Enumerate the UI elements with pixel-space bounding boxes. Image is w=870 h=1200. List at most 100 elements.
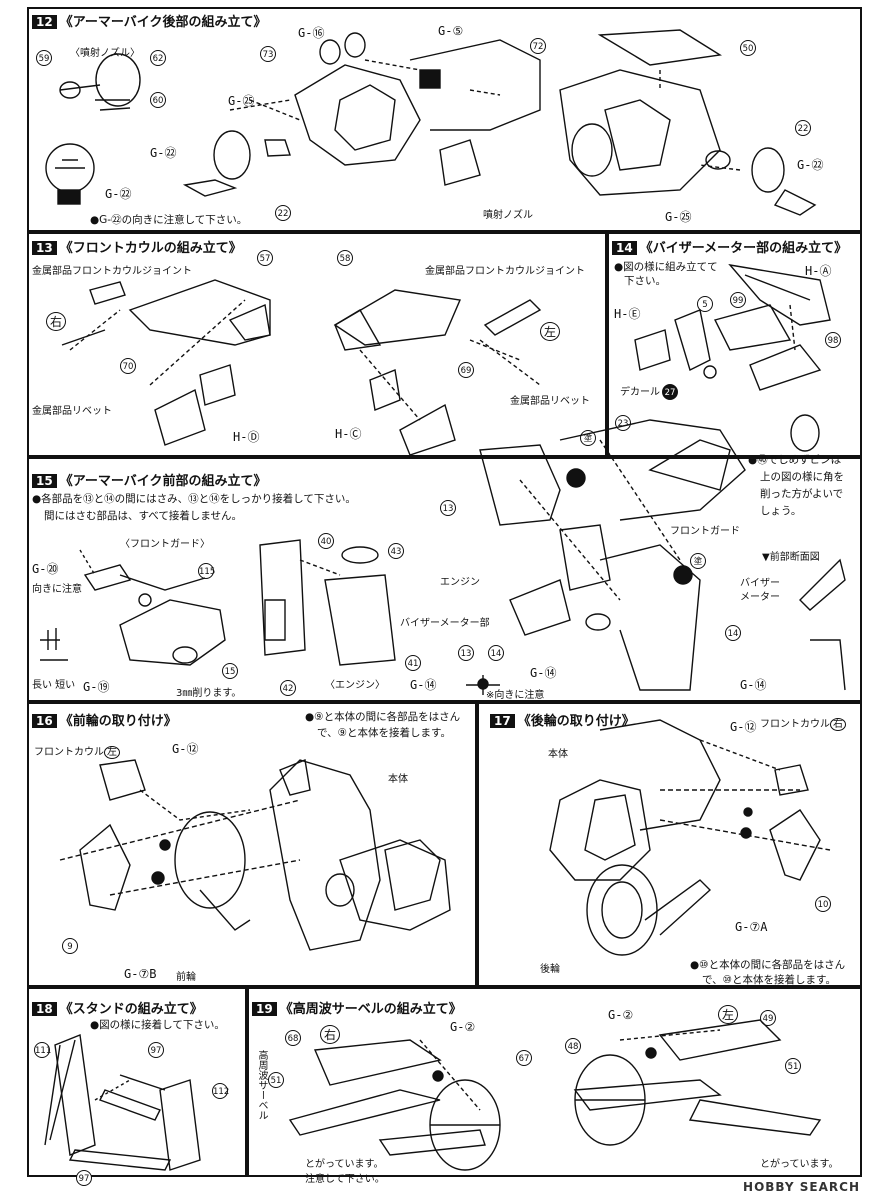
section-13-title: 13《フロントカウルの組み立て》	[32, 237, 242, 256]
section-title-text: 《バイザーメーター部の組み立て》	[639, 241, 848, 256]
section-number: 13	[32, 241, 57, 255]
metal-rivet-label: 金属部品リベット	[510, 396, 590, 407]
part-number-badge: 51	[785, 1058, 801, 1074]
front-wheel-label: 前輪	[176, 972, 196, 983]
g12-label: G-⑫	[730, 720, 757, 734]
right-mark: 右	[830, 718, 846, 731]
right-mark: 右	[320, 1025, 341, 1044]
visor-label: バイザー	[740, 578, 780, 589]
section-15-title: 15《アーマーバイク前部の組み立て》	[32, 470, 267, 489]
part-number-badge: 115	[198, 563, 215, 579]
part-number-badge: 111	[34, 1042, 51, 1058]
section-title-text: 《高周波サーベルの組み立て》	[279, 1002, 462, 1017]
section-19-title: 19《高周波サーベルの組み立て》	[252, 998, 462, 1017]
hE-label: H-Ⓔ	[614, 307, 641, 321]
part-number-badge: 73	[260, 46, 276, 62]
g25-label: G-㉕	[228, 94, 255, 108]
section-14-note: ●図の様に組み立てて	[614, 261, 718, 273]
engine-caption: 〈エンジン〉	[325, 680, 385, 691]
part-number-badge: 50	[740, 40, 756, 56]
right-mark: 右	[46, 312, 67, 331]
g25-label: G-㉕	[665, 210, 692, 224]
section-number: 14	[612, 241, 637, 255]
g16-label: G-⑯	[298, 26, 325, 40]
section-17-note: で、⑩と本体を接着します。	[702, 974, 836, 986]
section-15-note: 間にはさむ部品は、すべて接着しません。	[44, 510, 243, 522]
part-number-badge: 98	[825, 332, 841, 348]
g22-label: G-㉒	[105, 187, 132, 201]
part-number-badge: 48	[565, 1038, 581, 1054]
hD-label: H-Ⓓ	[233, 430, 260, 444]
section-title-text: 《アーマーバイク後部の組み立て》	[59, 15, 267, 30]
section-17-title: 17《後輪の取り付け》	[490, 710, 635, 729]
meter-label: メーター	[740, 592, 780, 603]
part-number-badge: 9	[62, 938, 78, 954]
part-number-badge: 57	[257, 250, 273, 266]
section-17-panel	[477, 702, 862, 987]
g14-label: G-⑭	[410, 678, 437, 692]
part-number-badge: 58	[337, 250, 353, 266]
section-12-panel	[27, 7, 862, 232]
section-number: 19	[252, 1002, 277, 1016]
direction-note: ※向きに注意	[486, 690, 545, 701]
pin-note: しょう。	[760, 505, 802, 517]
decal-label: デカール	[620, 387, 660, 398]
section-17-note: ●⑩と本体の間に各部品をはさん	[690, 959, 846, 971]
pin-note: 上の図の様に角を	[760, 471, 844, 483]
metal-joint-label: 金属部品フロントカウルジョイント	[425, 266, 585, 277]
front-cowl-label: フロントカウル左	[34, 743, 120, 759]
g22-label: G-㉒	[797, 158, 824, 172]
g7A-label: G-⑦A	[735, 920, 768, 934]
part-number-badge: 43	[388, 543, 404, 559]
hA-label: H-Ⓐ	[805, 264, 832, 278]
section-16-note: ●⑨と本体の間に各部品をはさん	[305, 711, 461, 723]
long-short-label: 長い 短い	[32, 680, 76, 691]
part-number-badge: 68	[285, 1030, 301, 1046]
section-number: 15	[32, 474, 57, 488]
section-title-text: 《フロントカウルの組み立て》	[59, 241, 242, 256]
front-guard-label: 〈フロントガード〉	[120, 539, 210, 550]
part-number-badge: 42	[280, 680, 296, 696]
sharp-note: とがっています。	[760, 1159, 839, 1170]
section-14-note: 下さい。	[624, 275, 666, 287]
part-number-badge: 22	[795, 120, 811, 136]
metal-joint-label: 金属部品フロントカウルジョイント	[32, 266, 192, 277]
pin-note: ●㊵でしめずピンは	[748, 454, 842, 466]
body-label: 本体	[388, 774, 408, 785]
section-16-note: で、⑨と本体を接着します。	[317, 727, 451, 739]
paint-mark: 塗	[580, 430, 596, 446]
section-12-note: ●G-㉒の向きに注意して下さい。	[90, 214, 248, 226]
sharp-note: とがっています。	[305, 1159, 384, 1170]
part-number-badge: 59	[36, 50, 52, 66]
part-number-badge: 14	[725, 625, 741, 641]
front-cowl-text: フロントカウル	[34, 747, 104, 758]
g2-label: G-②	[450, 1020, 476, 1034]
g22-label: G-㉒	[150, 146, 177, 160]
part-number-badge: 13	[440, 500, 456, 516]
section-title-text: 《アーマーバイク前部の組み立て》	[59, 474, 267, 489]
g7B-label: G-⑦B	[124, 967, 157, 981]
section-title-text: 《前輪の取り付け》	[59, 714, 177, 729]
g20-label: G-⑳	[32, 562, 59, 576]
section-number: 17	[490, 714, 515, 728]
section-number: 12	[32, 15, 57, 29]
part-number-badge: 22	[275, 205, 291, 221]
g5-label: G-⑤	[438, 24, 464, 38]
left-mark: 左	[540, 322, 561, 341]
part-number-badge: 40	[318, 533, 334, 549]
part-number-badge: 70	[120, 358, 136, 374]
visor-meter-part-label: バイザーメーター部	[400, 618, 490, 629]
section-18-title: 18《スタンドの組み立て》	[32, 998, 203, 1017]
g14-label: G-⑭	[740, 678, 767, 692]
watermark: HOBBY SEARCH	[743, 1180, 860, 1194]
front-cowl-text: フロントカウル	[760, 719, 830, 730]
section-title-text: 《後輪の取り付け》	[517, 714, 635, 729]
part-number-badge: 15	[222, 663, 238, 679]
shave-note: 3㎜削ります。	[176, 688, 242, 699]
section-19-panel	[247, 987, 862, 1177]
part-number-badge: 14	[488, 645, 504, 661]
part-number-badge: 97	[148, 1042, 164, 1058]
metal-rivet-label: 金属部品リベット	[32, 406, 112, 417]
left-mark: 左	[718, 1005, 739, 1024]
